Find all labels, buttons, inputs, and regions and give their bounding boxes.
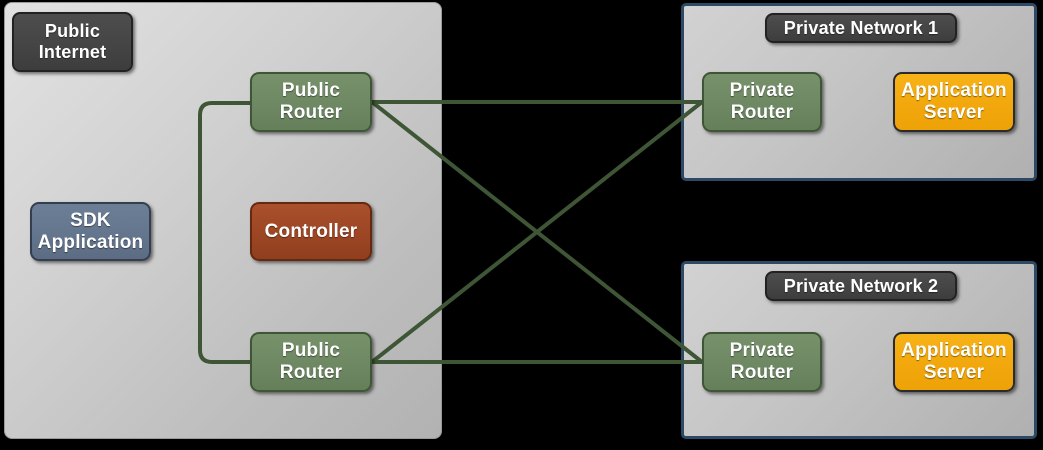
- private-network-1-title: Private Network 1: [765, 13, 957, 43]
- public-internet-label-line1: Public: [44, 21, 101, 42]
- controller-label-line1: Controller: [264, 220, 358, 242]
- public-router-2-label-line1: Public: [281, 340, 341, 362]
- private-network-2-title: Private Network 2: [765, 271, 957, 301]
- application-server-2-node[interactable]: Application Server: [893, 332, 1015, 392]
- private-router-2-label-line1: Private: [729, 340, 795, 362]
- public-internet-label-line2: Internet: [38, 42, 107, 62]
- private-router-2-label-line2: Router: [730, 362, 794, 383]
- application-server-1-node[interactable]: Application Server: [893, 72, 1015, 132]
- public-router-2-node[interactable]: Public Router: [250, 332, 372, 392]
- sdk-application-label-line2: Application: [37, 231, 144, 253]
- private-network-2-title-text: Private Network 2: [783, 275, 939, 296]
- application-server-1-label-line1: Application: [901, 80, 1007, 102]
- application-server-2-label-line2: Server: [923, 362, 985, 383]
- private-router-1-node[interactable]: Private Router: [702, 72, 822, 132]
- sdk-application-node[interactable]: SDK Application: [30, 202, 151, 261]
- controller-node[interactable]: Controller: [250, 202, 372, 261]
- application-server-1-label-line2: Server: [923, 102, 985, 123]
- public-router-2-label-line2: Router: [279, 362, 343, 383]
- application-server-2-label-line1: Application: [901, 340, 1007, 362]
- private-router-1-label-line2: Router: [730, 102, 794, 123]
- public-router-1-label-line2: Router: [279, 102, 343, 123]
- public-internet-zone-label: Public Internet: [12, 12, 133, 72]
- private-network-1-title-text: Private Network 1: [783, 17, 939, 38]
- public-router-1-label-line1: Public: [281, 80, 341, 102]
- sdk-application-label-line1: SDK: [70, 209, 111, 231]
- private-router-2-node[interactable]: Private Router: [702, 332, 822, 392]
- private-router-1-label-line1: Private: [729, 80, 795, 102]
- public-router-1-node[interactable]: Public Router: [250, 72, 372, 132]
